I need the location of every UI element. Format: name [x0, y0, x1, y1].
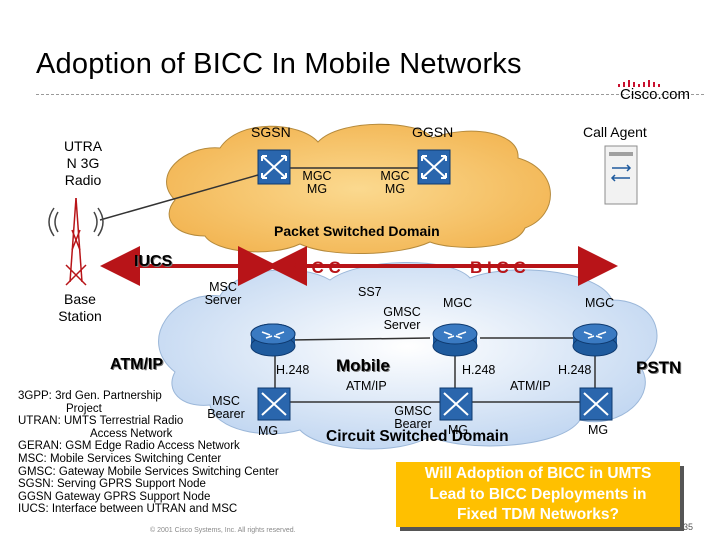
atm-ip-center-label: ATM/IP	[346, 379, 387, 393]
bicc-left-label: B I C C	[285, 258, 341, 277]
msc-server-router-icon	[250, 323, 296, 357]
legend-line: MSC: Mobile Services Switching Center	[18, 452, 222, 465]
packet-domain-label: Packet Switched Domain	[274, 223, 440, 239]
legend-line: IUCS: Interface between UTRAN and MSC	[18, 503, 238, 516]
legend-line: GERAN: GSM Edge Radio Access Network	[18, 440, 240, 453]
circuit-domain-label: Circuit Switched Domain	[326, 428, 509, 445]
iucs-label: IUCS	[134, 253, 173, 270]
cisco-logo: Cisco.com	[620, 86, 691, 103]
ggsn-switch-icon	[417, 149, 451, 185]
pstn-mg-switch-icon	[579, 387, 613, 421]
circuit-links	[274, 337, 596, 403]
gmsc-server-router-icon	[432, 323, 478, 357]
h248-right-label: H.248	[558, 363, 592, 377]
ggsn-label: GGSN	[412, 124, 454, 140]
footer-copyright: © 2001 Cisco Systems, Inc. All rights re…	[150, 527, 296, 534]
call-agent-server-icon	[604, 145, 638, 205]
acronym-legend: 3GPP: 3rd Gen. Partnership Project UTRAN…	[18, 390, 279, 516]
sgsn-label: SGSN	[251, 124, 291, 140]
msc-bearer-switch-icon	[257, 387, 291, 421]
bicc-right-label: B I C C	[470, 258, 526, 277]
pstn-label: PSTN	[636, 358, 682, 377]
legend-line: SGSN: Serving GPRS Support Node	[18, 478, 206, 491]
mg-left-label: MG	[258, 424, 279, 438]
legend-line: Access Network	[90, 427, 173, 440]
call-agent-label: Call Agent	[583, 124, 647, 140]
mg-right-label: MG	[588, 423, 609, 437]
h248-center-label: H.248	[462, 363, 496, 377]
legend-line: GGSN Gateway GPRS Support Node	[18, 490, 211, 503]
page-number: 35	[683, 522, 694, 532]
legend-line: 3GPP: 3rd Gen. Partnership	[18, 390, 162, 402]
sgsn-switch-icon	[257, 149, 291, 185]
question-callout: Will Adoption of BICC in UMTS Lead to BI…	[396, 462, 680, 527]
ss7-label: SS7	[358, 285, 382, 299]
h248-left-label: H.248	[276, 363, 310, 377]
radio-tower-icon	[48, 197, 104, 286]
mgc-right-router-icon	[572, 323, 618, 357]
mgc-center-label: MGC	[443, 296, 473, 310]
mobile-label: Mobile	[336, 356, 390, 375]
utran-radio-label: UTRA N 3G Radio	[63, 138, 103, 188]
mgc-right-label: MGC	[585, 296, 615, 310]
atm-ip-right-label: ATM/IP	[510, 379, 551, 393]
mg-center-label: MG	[448, 423, 469, 437]
gmsc-bearer-switch-icon	[439, 387, 473, 421]
legend-line: GMSC: Gateway Mobile Services Switching …	[18, 465, 279, 478]
legend-line: Project	[66, 402, 102, 415]
packet-links	[99, 167, 418, 221]
atm-ip-left-label: ATM/IP	[110, 356, 164, 373]
legend-line: UTRAN: UMTS Terrestrial Radio	[18, 415, 184, 428]
slide-title: Adoption of BICC In Mobile Networks	[36, 48, 522, 80]
title-divider	[36, 94, 704, 95]
cisco-bridge-icon	[618, 80, 660, 87]
